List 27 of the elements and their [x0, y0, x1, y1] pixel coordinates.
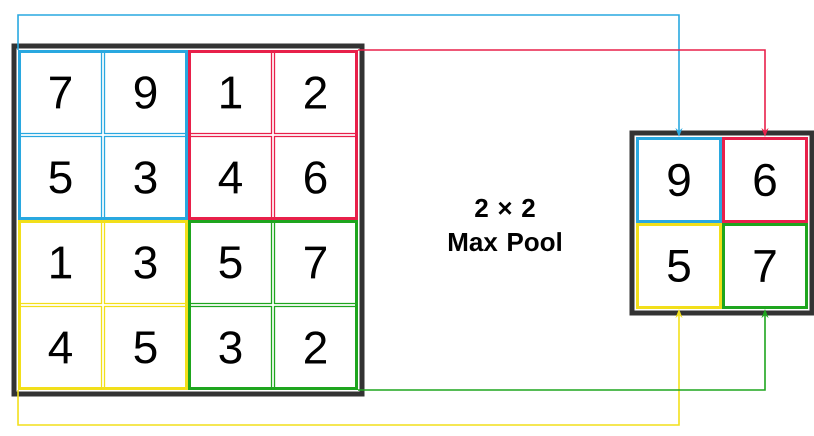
grid-cell: 5	[18, 136, 102, 220]
grid-cell: 9	[104, 50, 188, 134]
pooling-window	[18, 220, 188, 390]
pooling-window	[188, 50, 358, 220]
grid-cell: 6	[274, 136, 358, 220]
output-cell: 5	[636, 223, 722, 309]
grid-frame	[630, 130, 814, 316]
grid-cell: 5	[188, 220, 272, 304]
grid-cell: 3	[188, 306, 272, 390]
grid-cell: 2	[274, 306, 358, 390]
grid-frame	[12, 44, 364, 396]
pooling-window	[18, 50, 188, 220]
output-cell: 6	[722, 137, 808, 223]
grid-cell: 4	[188, 136, 272, 220]
grid-cell: 4	[18, 306, 102, 390]
grid-cell: 7	[18, 50, 102, 134]
grid-cell: 1	[18, 220, 102, 304]
pooling-window	[188, 220, 358, 390]
grid-cell: 1	[188, 50, 272, 134]
grid-cell: 7	[274, 220, 358, 304]
grid-cell: 3	[104, 136, 188, 220]
grid-cell: 5	[104, 306, 188, 390]
output-cell: 7	[722, 223, 808, 309]
operation-label: 2 × 2 Max Pool	[448, 198, 561, 252]
output-cell: 9	[636, 137, 722, 223]
grid-cell: 3	[104, 220, 188, 304]
grid-cell: 2	[274, 50, 358, 134]
